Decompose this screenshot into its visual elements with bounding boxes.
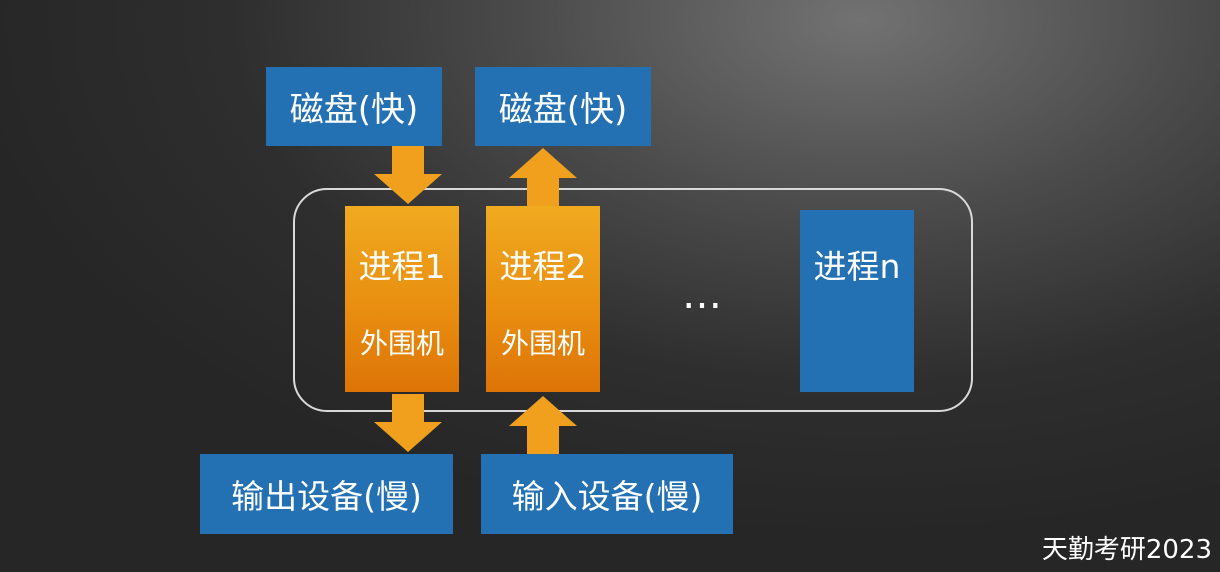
process-group-outline — [293, 188, 973, 412]
disk-right-label: 磁盘(快) — [498, 90, 628, 130]
process-1-box: 进程1 外围机 — [345, 206, 459, 392]
process-2-subtitle: 外围机 — [500, 327, 585, 360]
process-n-box: 进程n — [800, 210, 914, 392]
arrow-down-icon — [374, 146, 442, 204]
arrow-up-icon — [509, 396, 577, 454]
process-2-box: 进程2 外围机 — [486, 206, 600, 392]
process-2-title: 进程2 — [499, 247, 587, 286]
disk-box-right: 磁盘(快) — [475, 67, 651, 146]
disk-left-label: 磁盘(快) — [289, 90, 419, 130]
output-device-label: 输出设备(慢) — [231, 477, 422, 516]
process-1-title: 进程1 — [358, 247, 446, 286]
ellipsis-text: … — [682, 272, 726, 318]
output-device-box: 输出设备(慢) — [200, 454, 453, 534]
input-device-label: 输入设备(慢) — [511, 477, 703, 516]
watermark: 天勤考研2023 — [1041, 535, 1212, 565]
input-device-box: 输入设备(慢) — [481, 454, 733, 534]
process-1-subtitle: 外围机 — [359, 327, 444, 360]
disk-box-left: 磁盘(快) — [266, 67, 442, 146]
arrow-down-icon — [374, 394, 442, 452]
arrow-up-icon — [509, 148, 577, 206]
process-n-title: 进程n — [813, 247, 901, 286]
